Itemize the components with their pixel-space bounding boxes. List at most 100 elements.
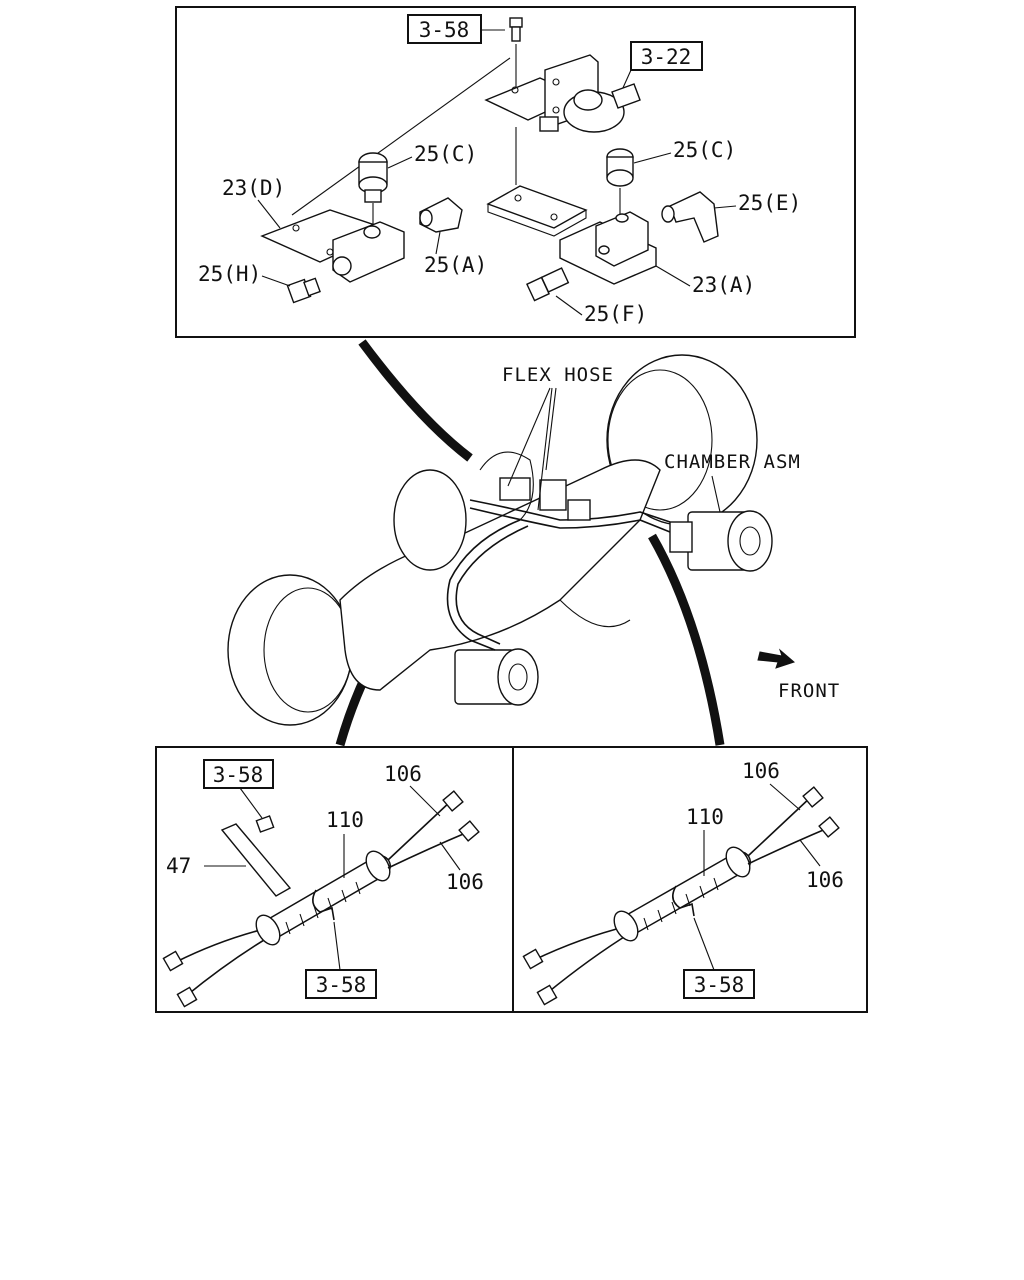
block-23d [260,209,405,283]
grommet-right [365,850,391,882]
pointer-to-right-panel [648,533,725,746]
label-110-bl: 110 [326,808,364,832]
fitting-25c-left [358,152,388,203]
label-flex-hose: FLEX HOSE [502,364,614,386]
ref-box-3-58-br [683,969,755,999]
bolt-icon [255,815,275,833]
nut-upper-b [458,820,480,842]
hose-106-end-a [175,927,269,963]
label-110-br: 110 [686,805,724,829]
ref-3-22-label: 3-22 [641,45,692,69]
label-25c-left: 25(C) [414,142,477,166]
label-25e: 25(E) [738,191,801,215]
clamp [312,889,335,921]
chamber-asm-left [454,648,539,706]
leader-23a [655,265,691,287]
label-front: FRONT [778,680,840,702]
nut-upper-a-r [802,786,824,808]
grommet-left [255,914,281,946]
fitting-25e [661,191,719,243]
fitting-25c-right [606,148,634,187]
bracket-47 [220,823,292,897]
connect-line-diagonal [291,57,511,216]
label-23a: 23(A) [692,273,755,297]
label-106-bl-a: 106 [384,762,422,786]
top-detail-panel: 3-58 3-22 [175,6,856,338]
label-25a: 25(A) [424,253,487,277]
hose-106-upper-a-r [747,795,813,857]
ref-box-3-58-bl-top [203,759,274,789]
leader-106-bl-a [409,785,441,817]
upper-bracket-valve [484,54,641,133]
bolt-icon [509,17,523,42]
label-23d: 23(D) [222,176,285,200]
ref-3-58-top-label: 3-58 [419,18,470,42]
nut-lower-b [176,986,198,1008]
pointer-to-top-panel [358,339,473,462]
leader-106-br-a [769,783,801,811]
label-47: 47 [166,854,191,878]
front-arrow-icon [757,648,795,669]
label-25c-right: 25(C) [673,138,736,162]
bottom-right-frame [512,746,868,1013]
leader-25e [713,205,737,209]
hose-left-2 [455,525,529,645]
bottom-right-panel: 106 110 106 3-58 [512,746,868,1013]
chamber-asm-right [669,510,773,572]
label-106-br-b: 106 [806,868,844,892]
hose-right-2 [469,507,671,533]
ref-box-3-58-bl-bottom [305,969,377,999]
fitting-25h [286,277,321,304]
housing-top [479,451,534,521]
hose-left-1 [446,519,521,651]
ref-3-58-br-label: 3-58 [694,973,745,997]
fitting-25f [526,267,570,302]
fitting-25a [419,197,463,233]
nut-lower-a-r [522,948,544,970]
nut-upper-a [442,790,464,812]
leader-3-58-bl-bottom [333,921,341,971]
label-25f: 25(F) [584,302,647,326]
leader-flex-hose-2 [537,387,553,511]
leader-106-bl-b [439,841,461,871]
differential-flange [393,469,467,571]
hose-106-end-b-r [545,931,633,995]
lower-bracket-plate [486,185,588,237]
label-25h: 25(H) [198,262,261,286]
housing-bottom-curve [559,599,631,628]
leader-3-58-bl-top [239,787,263,819]
sleeve-ribs [285,881,361,935]
block-23a [559,211,657,285]
leader-flex-hose-1 [507,387,551,487]
nut-lower-a [162,950,184,972]
hose-106-end-b [185,933,275,997]
leader-25c-left [387,156,413,169]
leader-3-58-br [693,917,715,971]
ref-3-58-bl-bottom-label: 3-58 [316,973,367,997]
leader-25c-right [633,152,672,164]
leader-flex-hose-3 [545,387,557,471]
leader-25h [261,275,291,287]
leader-106-br-b [799,839,821,867]
nut-upper-b-r [818,816,840,838]
grommet-right-r [725,846,751,878]
leader-23d [257,199,281,229]
hose-right-1 [469,499,671,523]
sleeve-ribs-r [643,877,719,931]
label-106-br-a: 106 [742,759,780,783]
bottom-left-panel: 3-58 47 106 110 106 3-58 [155,746,514,1013]
brake-drum-left [227,574,353,726]
grommet-left-r [613,910,639,942]
axle-assembly-view: FLEX HOSE CHAMBER ASM FRONT [227,339,840,747]
leader-25a [435,231,441,255]
leader-25f [555,295,583,316]
clamp-r [672,885,695,917]
ref-3-58-bl-top-label: 3-58 [213,763,264,787]
label-chamber-asm: CHAMBER ASM [664,451,801,473]
hose-106-upper-a [387,799,453,861]
leader-chamber-asm [711,475,721,513]
hose-106-upper-b-r [747,827,829,865]
ref-box-3-58-top [407,14,482,44]
top-panel-frame [175,6,856,338]
